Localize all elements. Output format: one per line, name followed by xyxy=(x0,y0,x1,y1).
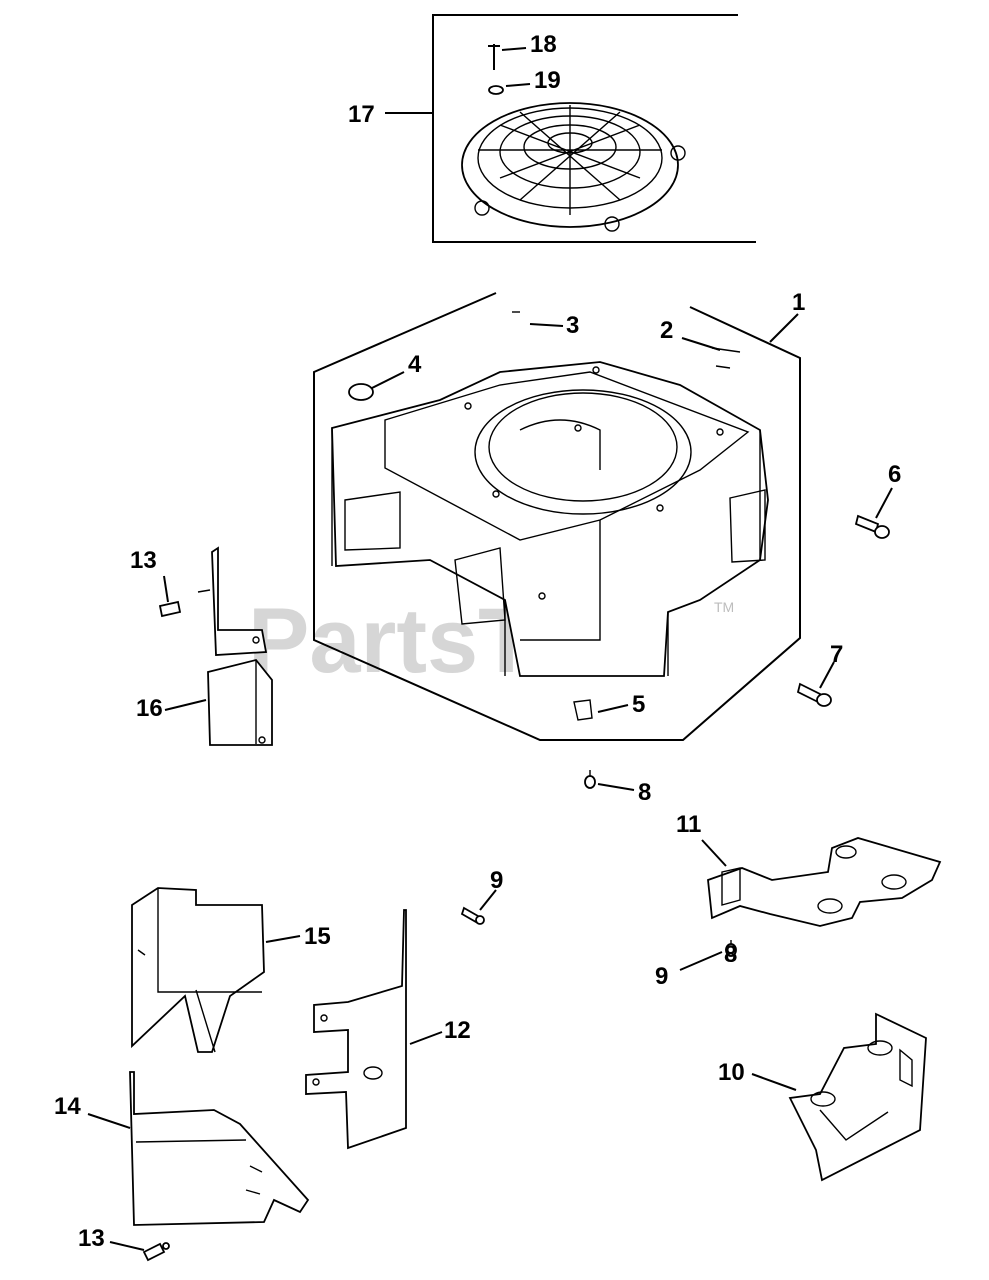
callout-9-lower: 9 xyxy=(655,963,668,990)
part-9-screw[interactable] xyxy=(460,906,485,925)
part-5-clip[interactable] xyxy=(573,699,593,721)
part-13-screw-upper[interactable] xyxy=(158,600,182,618)
part-7-screw[interactable] xyxy=(796,682,832,707)
callout-8: 8 xyxy=(638,779,651,806)
callout-7: 7 xyxy=(830,641,843,668)
callout-2: 2 xyxy=(660,317,673,344)
callout-16: 16 xyxy=(136,695,163,722)
inset-box-kit-17 xyxy=(432,14,756,243)
part-10-bracket[interactable] xyxy=(788,1012,927,1182)
callout-6: 6 xyxy=(888,461,901,488)
callout-13-lower: 13 xyxy=(78,1225,105,1252)
callout-8-lower: 8 xyxy=(724,941,737,968)
part-17-fan-guard[interactable] xyxy=(461,102,686,232)
part-11-bracket[interactable] xyxy=(707,837,942,927)
callout-17: 17 xyxy=(348,101,375,128)
part-15-baffle[interactable] xyxy=(131,887,265,1053)
callout-9: 9 xyxy=(490,867,503,894)
watermark-trademark: TM xyxy=(714,599,734,615)
assembly-outline-1 xyxy=(313,292,801,741)
part-2-decal[interactable] xyxy=(711,347,741,369)
part-13-screw-lower[interactable] xyxy=(142,1242,170,1262)
part-12-baffle[interactable] xyxy=(305,909,407,1150)
callout-4: 4 xyxy=(408,351,422,378)
callout-12: 12 xyxy=(444,1017,471,1044)
callout-13: 13 xyxy=(130,547,157,574)
part-14-baffle[interactable] xyxy=(129,1071,310,1226)
part-8-nut-lower[interactable] xyxy=(725,940,737,957)
callout-labels: 17 18 19 3 2 1 4 6 7 5 8 9 9 8 11 10 12 … xyxy=(54,31,901,1252)
callout-1: 1 xyxy=(792,289,805,316)
part-8-nut[interactable] xyxy=(584,770,596,789)
callout-19: 19 xyxy=(534,67,561,94)
part-18-screw[interactable] xyxy=(488,44,500,70)
callout-14: 14 xyxy=(54,1093,81,1120)
callout-3: 3 xyxy=(566,312,579,339)
callout-18: 18 xyxy=(530,31,557,58)
part-19-washer[interactable] xyxy=(488,85,504,95)
part-6-screw[interactable] xyxy=(854,514,890,539)
callout-10: 10 xyxy=(718,1059,745,1086)
part-1-blower-housing[interactable] xyxy=(331,361,769,677)
callout-5: 5 xyxy=(632,691,645,718)
leader-lines xyxy=(87,47,893,1251)
part-16-baffle[interactable] xyxy=(197,546,273,746)
callout-11: 11 xyxy=(676,811,701,838)
callout-15: 15 xyxy=(304,923,331,950)
part-4-plug[interactable] xyxy=(348,383,374,401)
